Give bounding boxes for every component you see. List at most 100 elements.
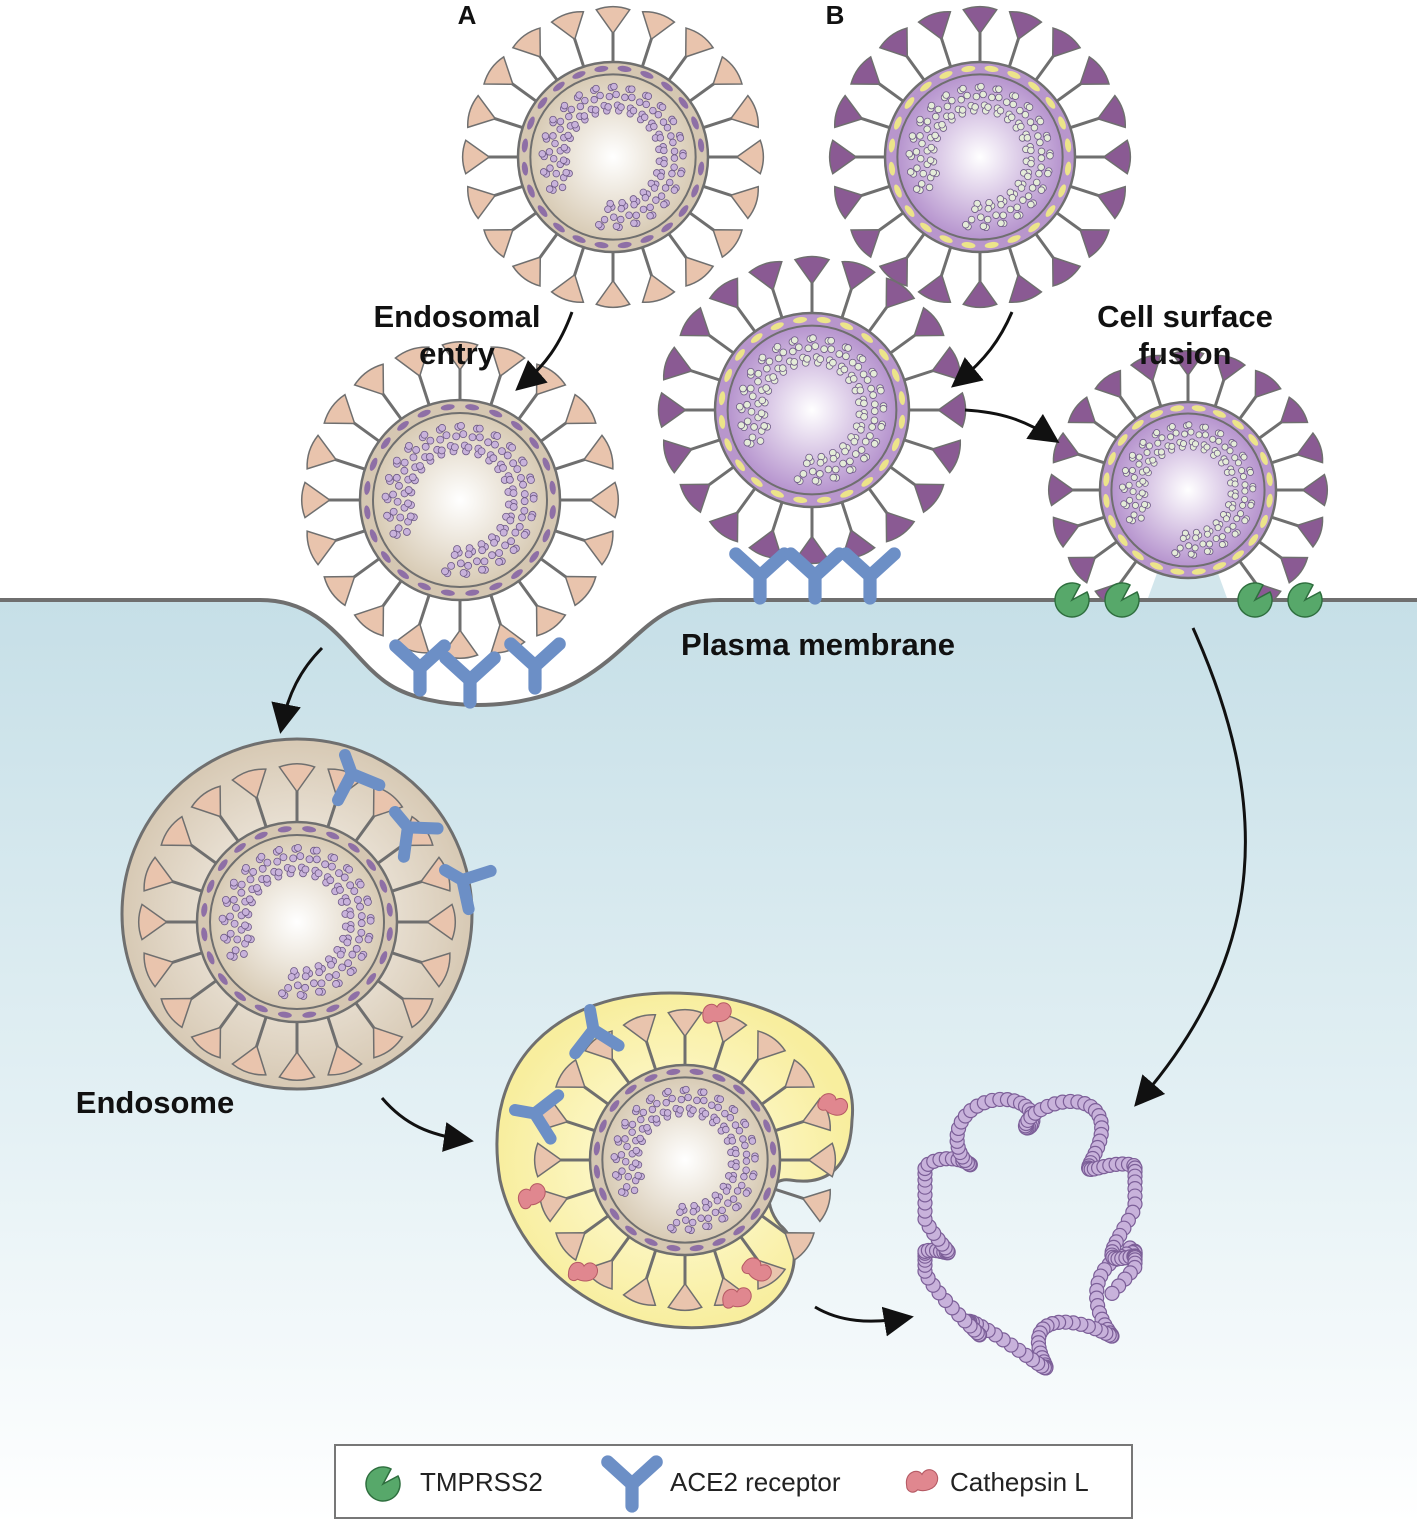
cathepsin-l-icon (817, 1093, 849, 1116)
tmprss2-icon (1237, 582, 1273, 618)
virus-b-bound (657, 255, 967, 565)
cathepsin-l-icon (905, 1469, 939, 1493)
spike-protein (962, 5, 998, 67)
spike-protein (392, 903, 457, 941)
spike-protein (770, 1186, 831, 1223)
spike-protein (300, 481, 365, 519)
ace2-receptor-icon (439, 651, 501, 709)
spike-protein (917, 11, 954, 72)
spike-protein (885, 306, 945, 358)
arrow-icon (380, 1097, 474, 1152)
spike-protein (467, 183, 528, 220)
spike-protein (662, 346, 725, 383)
spike-protein (679, 306, 739, 358)
spike-protein (143, 949, 208, 988)
spike-protein (878, 229, 929, 287)
spike-protein (685, 208, 743, 259)
ace2-receptor-icon (504, 637, 566, 695)
tmprss2-proteases (1054, 582, 1323, 618)
spike-protein (461, 139, 523, 175)
legend-label-tmprss2: TMPRSS2 (420, 1467, 543, 1497)
spike-protein (467, 94, 528, 131)
spike-protein (664, 229, 715, 287)
arrow-icon (964, 408, 1060, 443)
virus-a-free (461, 5, 765, 309)
spike-protein (639, 11, 676, 72)
spike-protein (483, 208, 541, 259)
label-endosomal-entry-line2: entry (419, 336, 496, 371)
spike-protein (323, 554, 385, 607)
spike-protein (1006, 242, 1043, 303)
spike-protein (353, 363, 406, 425)
spike-protein (757, 1211, 815, 1262)
ace2-receptor-icon (729, 547, 791, 605)
spike-protein (511, 27, 562, 85)
legend-label-ace2: ACE2 receptor (670, 1467, 841, 1497)
tmprss2-icon (1104, 582, 1140, 618)
spike-protein (511, 229, 562, 287)
spike-protein (834, 94, 895, 131)
spike-protein (487, 346, 526, 411)
spike-protein (550, 242, 587, 303)
label-plasma-membrane: Plasma membrane (681, 627, 955, 662)
spike-protein (1031, 229, 1082, 287)
spike-protein (736, 1030, 787, 1088)
spike-protein (394, 346, 433, 411)
virus-a-bound (300, 340, 620, 660)
spike-protein (549, 434, 614, 473)
spike-protein (550, 11, 587, 72)
arrow-icon (515, 311, 574, 391)
ace2-receptor-icon (509, 1089, 565, 1145)
label-cell-surface-fusion-line2: fusion (1139, 336, 1232, 371)
spike-protein (190, 997, 243, 1059)
spike-protein (698, 183, 759, 220)
tmprss2-icon (1287, 582, 1323, 618)
spike-protein (306, 434, 371, 473)
spike-protein (278, 762, 316, 827)
tmprss2-icon (1054, 582, 1090, 618)
spike-protein (639, 242, 676, 303)
legend-label-cathepsin: Cathepsin L (950, 1467, 1089, 1497)
spike-protein (667, 1008, 703, 1070)
spike-protein (306, 527, 371, 566)
virus-a-in-endosome (137, 762, 457, 1082)
spike-protein (1271, 473, 1329, 507)
tmprss2-icon (365, 1466, 401, 1502)
spike-protein (441, 340, 479, 405)
spike-protein (679, 462, 739, 514)
arrow-icon (951, 311, 1014, 388)
ace2-receptor-icon (839, 547, 901, 605)
spike-protein (828, 139, 890, 175)
spike-protein (708, 277, 760, 337)
arrow-icon (271, 646, 324, 734)
cathepsin-l-icon (567, 1261, 599, 1282)
spike-protein (549, 527, 614, 566)
spike-protein (1031, 27, 1082, 85)
panel-label-b: B (826, 0, 845, 30)
spike-protein (917, 242, 954, 303)
cathepsin-l-icon (702, 1002, 732, 1024)
spike-protein (685, 55, 743, 106)
spike-protein (1065, 94, 1126, 131)
spike-protein (622, 1245, 659, 1306)
plasma-membrane-line (0, 598, 1417, 707)
cathepsin-l-proteases (517, 1002, 849, 1309)
spike-protein (595, 5, 631, 67)
spike-protein (323, 393, 385, 446)
spike-protein (595, 247, 631, 309)
spike-protein (483, 55, 541, 106)
spike-protein (555, 1211, 613, 1262)
label-cell-surface-fusion-line1: Cell surface (1097, 299, 1273, 334)
spike-protein (839, 260, 876, 323)
spike-protein (667, 1250, 703, 1312)
cathepsin-l-icon (517, 1183, 546, 1210)
spike-protein (864, 277, 916, 337)
cathepsin-l-icon (741, 1257, 772, 1282)
released-viral-rna (917, 1091, 1143, 1376)
spike-protein (878, 27, 929, 85)
spike-protein (514, 575, 567, 637)
rna-icon (1104, 1285, 1120, 1301)
spike-protein (555, 1058, 613, 1109)
spike-protein (353, 575, 406, 637)
